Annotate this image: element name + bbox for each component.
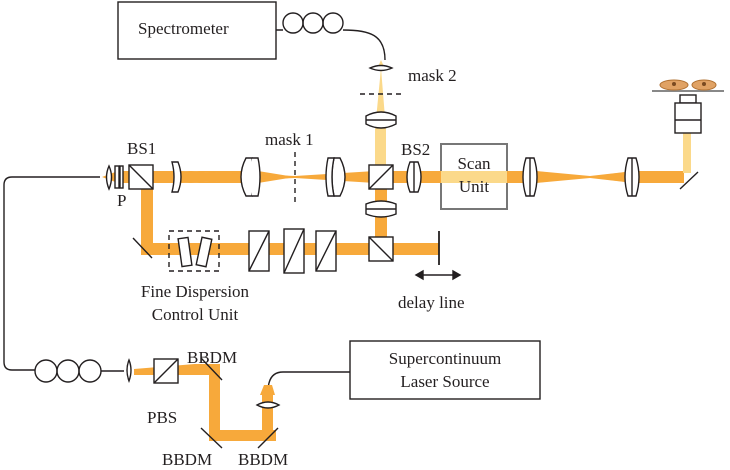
dispersion-glass xyxy=(248,228,337,274)
supercontinuum-box xyxy=(349,340,541,400)
polarizer-label: P xyxy=(117,191,127,210)
delay-line xyxy=(414,231,462,281)
masks xyxy=(294,93,402,204)
main-fiber xyxy=(3,176,124,383)
delay-line-label: delay line xyxy=(398,293,465,312)
polarizer-p xyxy=(114,165,124,189)
sample xyxy=(652,79,724,92)
bbdm-top-label: BBDM xyxy=(187,348,238,367)
bbdm-bottom-left-label: BBDM xyxy=(162,450,213,469)
bs2-cube xyxy=(368,164,394,190)
bs2-label: BS2 xyxy=(401,140,431,159)
supercontinuum-label-line2: Laser Source xyxy=(400,372,490,391)
supercontinuum-fiber xyxy=(267,371,350,393)
bs1-cube xyxy=(128,164,154,190)
beam-crossings xyxy=(180,171,634,183)
fine-dispersion-label-line1: Fine Dispersion xyxy=(140,282,250,301)
supercontinuum-label-line1: Supercontinuum xyxy=(388,349,502,368)
ref-cube xyxy=(368,236,394,262)
bbdm-bottom-right-label: BBDM xyxy=(238,450,289,469)
mask1-label: mask 1 xyxy=(265,130,314,149)
bs1-label: BS1 xyxy=(127,139,157,158)
spectrometer-fiber xyxy=(276,12,386,61)
scan-unit-label-line1: Scan xyxy=(457,154,491,173)
mirrors xyxy=(132,171,699,449)
pbs-cube xyxy=(153,358,179,384)
scan-unit-label-line2: Unit xyxy=(458,177,490,196)
mask2-label: mask 2 xyxy=(408,66,457,85)
spectrometer-label: Spectrometer xyxy=(138,19,229,38)
fine-dispersion-unit xyxy=(168,230,220,272)
objective xyxy=(674,94,702,134)
lenses xyxy=(105,64,640,409)
fine-dispersion-label-line2: Control Unit xyxy=(151,305,239,324)
pbs-label: PBS xyxy=(147,408,178,427)
beam-splitters xyxy=(128,164,394,384)
scan-unit-beam xyxy=(441,171,507,183)
